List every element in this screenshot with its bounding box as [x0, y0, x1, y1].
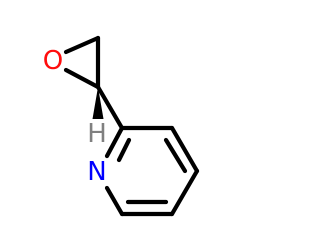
- bond-n1-c2: [104, 125, 125, 159]
- double-bond-inner-n1-c2: [116, 137, 132, 163]
- epoxide-ring: [63, 35, 101, 90]
- bond-stereocenter-pyridine: [95, 84, 125, 131]
- wedge-bond-to-hydrogen: [92, 87, 104, 119]
- nitrogen-atom-label: N: [87, 157, 106, 187]
- molecule-structure-diagram: O H N: [43, 35, 200, 217]
- pyridine-ring: [104, 125, 200, 217]
- hydrogen-atom-label: H: [87, 119, 107, 149]
- bond-c6-n1: [104, 185, 125, 217]
- bond-oxygen-ch2: [63, 35, 101, 55]
- bond-c4-c5: [169, 168, 200, 217]
- oxygen-atom-label: O: [43, 46, 63, 76]
- bond-c3-c4: [169, 125, 200, 174]
- double-bond-inner-c3-c4: [163, 137, 188, 174]
- bond-oxygen-stereocenter: [63, 67, 101, 90]
